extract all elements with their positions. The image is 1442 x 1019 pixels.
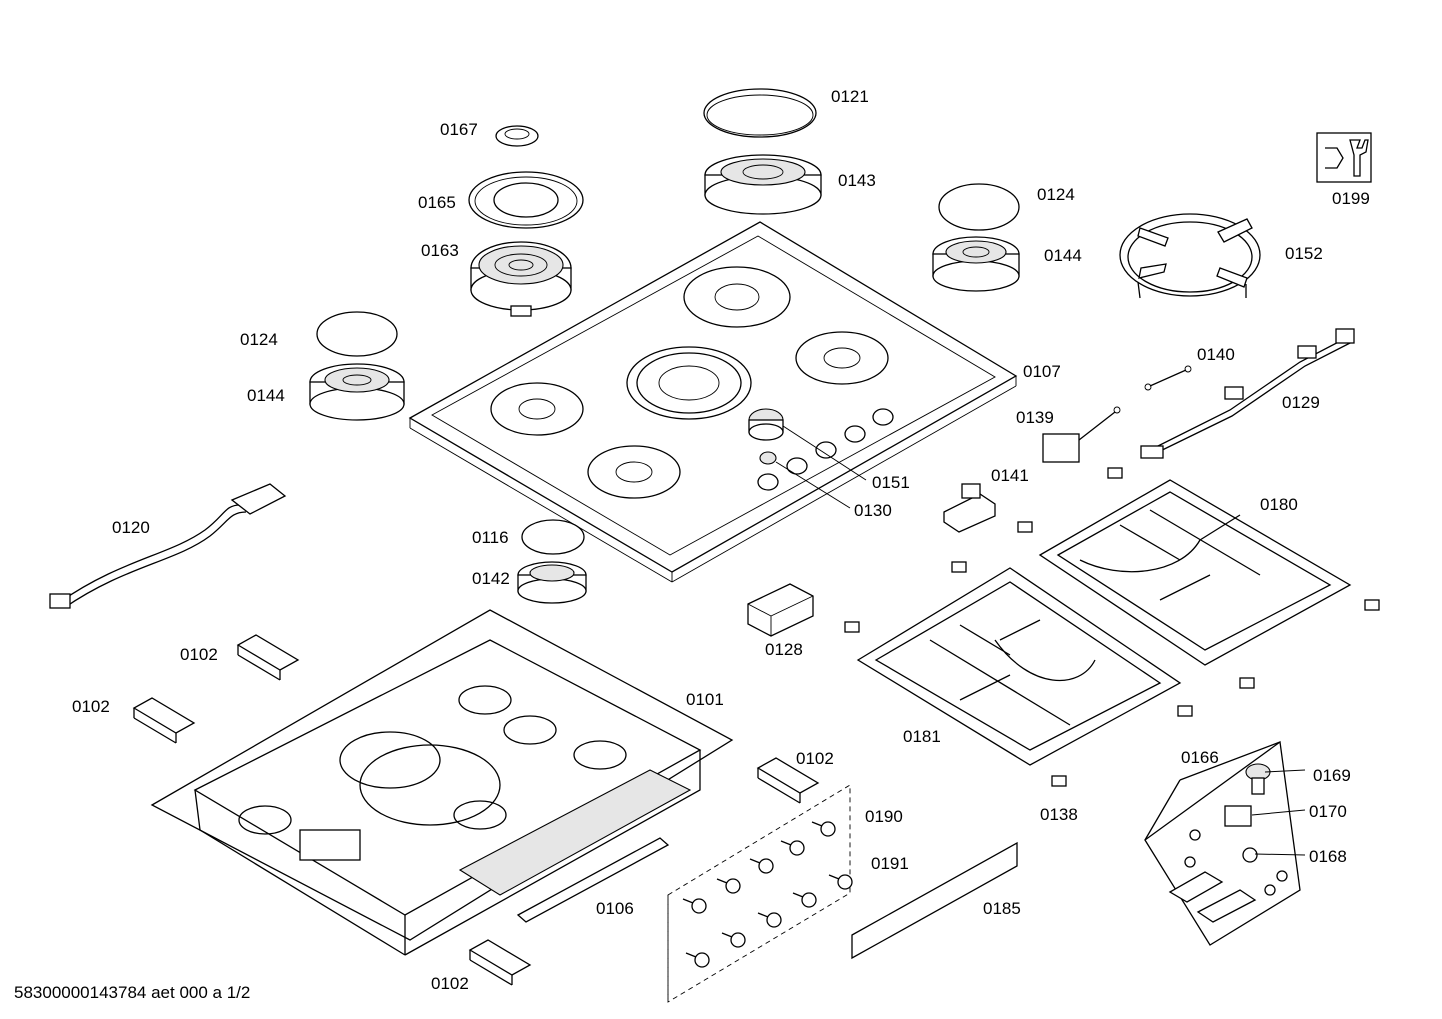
burner-cap-0124-left: [316, 311, 398, 357]
burner-cap-0121: [703, 88, 817, 138]
bracket-0102-a: [236, 634, 300, 681]
label-0102-a: 0102: [180, 645, 218, 664]
bracket-0102-d: [468, 939, 532, 986]
burner-cap-0124-right: [938, 183, 1020, 231]
label-0130: 0130: [854, 501, 892, 520]
service-tool-icon-0199: [1316, 132, 1372, 183]
label-0116: 0116: [472, 528, 509, 547]
conversion-kit-0166: [1144, 740, 1301, 946]
label-0165: 0165: [418, 193, 456, 212]
label-0166: 0166: [1181, 748, 1219, 767]
label-0121: 0121: [831, 87, 869, 106]
label-0107: 0107: [1023, 362, 1061, 381]
burner-cap-0116: [521, 519, 585, 555]
seal-strip-0106: [516, 837, 670, 923]
burner-base-0142: [517, 561, 587, 604]
label-0168: 0168: [1309, 847, 1347, 866]
document-id: 58300000143784 aet 000 a 1/2: [14, 983, 250, 1002]
rubber-feet-0138: [844, 467, 1380, 787]
wiring-harness-0129: [1140, 328, 1355, 459]
thermocouple-0140: [1144, 365, 1192, 391]
label-0139: 0139: [1016, 408, 1054, 427]
label-0124-right: 0124: [1037, 185, 1075, 204]
bracket-0102-b: [132, 697, 196, 744]
label-0120: 0120: [112, 518, 150, 537]
label-0128: 0128: [765, 640, 803, 659]
label-0143: 0143: [838, 171, 876, 190]
ignition-module-0139: [1042, 406, 1121, 463]
burner-base-0144-left: [309, 363, 405, 421]
label-0124-left: 0124: [240, 330, 278, 349]
leader-lines: [775, 425, 1306, 856]
seal-strip-0185: [851, 841, 1018, 960]
burner-base-0163: [470, 241, 572, 317]
label-0140: 0140: [1197, 345, 1235, 364]
label-0191: 0191: [871, 854, 909, 873]
burner-ring-0165: [468, 171, 584, 229]
pan-support-grate-0181: [856, 567, 1182, 766]
label-0142: 0142: [472, 569, 510, 588]
pan-support-0152: [1119, 213, 1261, 299]
base-tray-0101: [150, 609, 734, 956]
cooktop-top-0107: [408, 221, 1018, 583]
label-0101: 0101: [686, 690, 724, 709]
label-0144-left: 0144: [247, 386, 285, 405]
burner-base-0143: [704, 154, 822, 215]
label-0152: 0152: [1285, 244, 1323, 263]
label-0102-c: 0102: [796, 749, 834, 768]
screw-set-0191: [667, 784, 853, 1003]
label-0181: 0181: [903, 727, 941, 746]
label-0180: 0180: [1260, 495, 1298, 514]
burner-cap-0167: [495, 125, 539, 147]
label-0170: 0170: [1309, 802, 1347, 821]
label-0141: 0141: [991, 466, 1029, 485]
bracket-0141: [943, 483, 996, 533]
label-0129: 0129: [1282, 393, 1320, 412]
power-cable-0120: [49, 483, 287, 609]
label-0199: 0199: [1332, 189, 1370, 208]
label-0163: 0163: [421, 241, 459, 260]
label-0167: 0167: [440, 120, 478, 139]
label-0106: 0106: [596, 899, 634, 918]
label-0190: 0190: [865, 807, 903, 826]
label-0138: 0138: [1040, 805, 1078, 824]
spark-generator-0128: [747, 583, 814, 637]
label-0151: 0151: [872, 473, 910, 492]
label-0144-right: 0144: [1044, 246, 1082, 265]
label-0102-b: 0102: [72, 697, 110, 716]
bracket-0102-c: [756, 757, 820, 804]
label-0169: 0169: [1313, 766, 1351, 785]
pan-support-grate-0180: [1038, 479, 1352, 666]
label-0102-d: 0102: [431, 974, 469, 993]
part-labels: 0121 0167 0143 0165 0163 0124 0144 0199 …: [72, 87, 1370, 993]
label-0185: 0185: [983, 899, 1021, 918]
burner-base-0144-right: [932, 236, 1020, 292]
